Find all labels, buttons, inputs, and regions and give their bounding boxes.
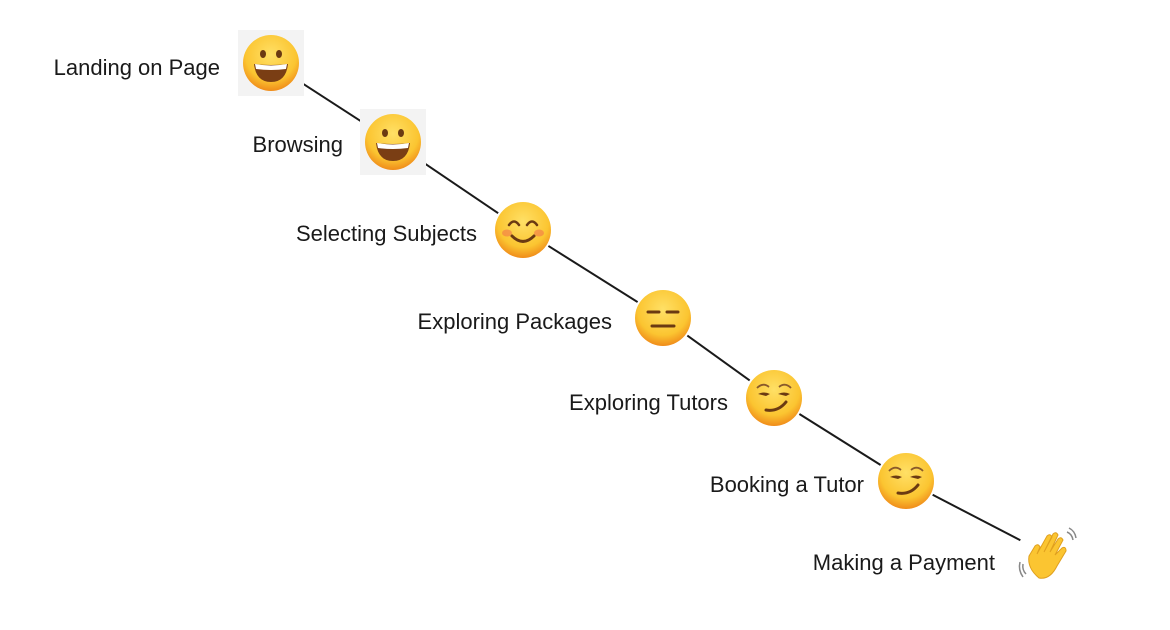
smiling-face-icon xyxy=(490,197,556,263)
stage-label: Exploring Tutors xyxy=(569,390,728,415)
stage-label: Exploring Packages xyxy=(417,309,612,334)
smirking-face-icon xyxy=(873,448,939,514)
connector-line xyxy=(932,493,1021,542)
stage-label: Selecting Subjects xyxy=(296,221,477,246)
stage-label: Making a Payment xyxy=(812,550,995,575)
grinning-face-icon xyxy=(360,109,426,175)
stage-label: Landing on Page xyxy=(53,55,220,80)
grinning-face-icon xyxy=(238,30,304,96)
connector-line xyxy=(686,334,751,382)
smirking-face-icon xyxy=(741,365,807,431)
expressionless-face-icon xyxy=(630,285,696,351)
connector-line xyxy=(798,413,882,466)
stage-label: Booking a Tutor xyxy=(709,472,864,497)
connector-line xyxy=(547,245,639,303)
waving-hand-icon xyxy=(1014,521,1080,587)
connector-line xyxy=(295,78,369,127)
stage-label: Browsing xyxy=(252,132,343,157)
connector-line xyxy=(417,157,499,215)
